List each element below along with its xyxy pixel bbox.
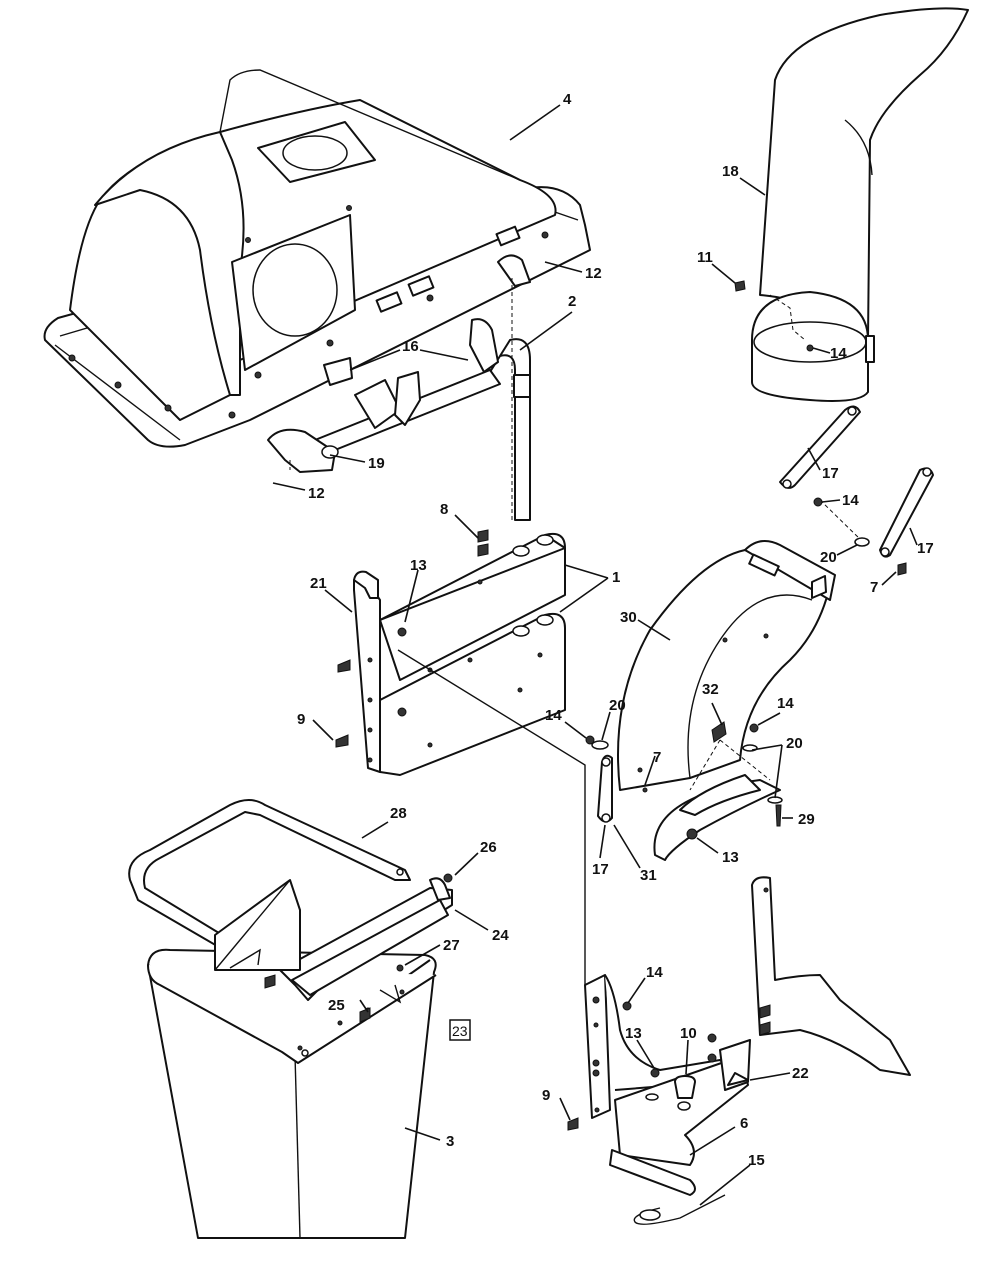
callout-4: 4 — [563, 91, 572, 108]
callout-25: 25 — [328, 997, 345, 1014]
callout-14-frame: 14 — [646, 964, 663, 981]
callout-12-top: 12 — [585, 265, 602, 282]
boxed-callout-label: 23 — [452, 1023, 468, 1039]
callout-1: 1 — [612, 569, 620, 586]
callout-labels: 4 12 2 16 19 12 8 1 13 21 9 18 11 14 17 … — [297, 91, 934, 1169]
side-link-part-17-31 — [585, 735, 613, 823]
callout-14-left: 14 — [545, 707, 562, 724]
callout-7-chute: 7 — [653, 749, 661, 766]
callout-16: 16 — [402, 338, 419, 355]
callout-28: 28 — [390, 805, 407, 822]
support-tube-part-2 — [489, 338, 531, 521]
lower-chute-part-30 — [617, 540, 836, 861]
callout-13-frame: 13 — [625, 1025, 642, 1042]
callout-30: 30 — [620, 609, 637, 626]
callout-21: 21 — [310, 575, 327, 592]
callout-leader-lines — [272, 104, 918, 1206]
callout-14-right: 14 — [777, 695, 794, 712]
callout-12-bottom: 12 — [308, 485, 325, 502]
callout-9-frame: 9 — [542, 1087, 550, 1104]
chute-links-part-17 — [779, 405, 934, 576]
lid-hardware-dots — [68, 205, 549, 419]
callout-14-chute: 14 — [830, 345, 847, 362]
callout-17-upper: 17 — [822, 465, 839, 482]
lid-dashed-guides — [289, 278, 513, 520]
frame-assembly-part-6-22 — [567, 876, 911, 1225]
callout-9-bracket: 9 — [297, 711, 305, 728]
hopper-lid-part-4 — [43, 69, 591, 448]
callout-13-chute: 13 — [722, 849, 739, 866]
callout-20-right: 20 — [786, 735, 803, 752]
callout-15: 15 — [748, 1152, 765, 1169]
callout-29: 29 — [798, 811, 815, 828]
callout-17-right: 17 — [917, 540, 934, 557]
bin-bracket-part-24 — [214, 873, 453, 1023]
callout-18: 18 — [722, 163, 739, 180]
callout-17-left: 17 — [592, 861, 609, 878]
callout-11: 11 — [697, 249, 713, 266]
callout-2: 2 — [568, 293, 576, 310]
callout-20-left: 20 — [609, 697, 626, 714]
callout-27: 27 — [443, 937, 460, 954]
callout-3: 3 — [446, 1133, 454, 1150]
callout-8: 8 — [440, 501, 448, 518]
callout-14-link: 14 — [842, 492, 859, 509]
callout-22: 22 — [792, 1065, 809, 1082]
chute-hardware-right — [742, 723, 783, 827]
callout-26: 26 — [480, 839, 497, 856]
hinge-shaft-part-19 — [267, 254, 531, 473]
callout-20-link: 20 — [820, 549, 837, 566]
boxed-callout-23: 23 — [449, 1019, 471, 1041]
callout-7-link: 7 — [870, 579, 878, 596]
mounting-brackets-part-1 — [335, 529, 566, 776]
callout-19: 19 — [368, 455, 385, 472]
callout-13-bracket: 13 — [410, 557, 427, 574]
callout-6: 6 — [740, 1115, 748, 1132]
bracket-routing-line — [397, 649, 586, 985]
callout-24: 24 — [492, 927, 509, 944]
callout-32: 32 — [702, 681, 719, 698]
callout-31: 31 — [640, 867, 657, 884]
collection-bin-part-3 — [147, 948, 437, 1239]
callout-10: 10 — [680, 1025, 697, 1042]
discharge-chute-part-18 — [734, 7, 969, 402]
